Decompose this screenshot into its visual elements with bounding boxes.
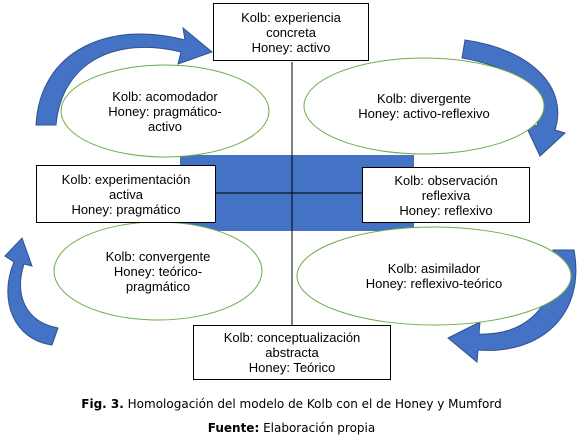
- curved-arrow-top-left: [35, 26, 213, 126]
- box-top-line-1: Kolb: experiencia: [241, 9, 341, 25]
- figure-caption: Fig. 3. Homologación del modelo de Kolb …: [0, 397, 583, 411]
- box-right-line-2: reflexiva: [421, 187, 471, 203]
- box-left-line-3: Honey: pragmático: [71, 201, 181, 217]
- oval-top-left-line-3: activo: [148, 118, 182, 134]
- box-top: Kolb: experiencia concreta Honey: activo: [213, 3, 369, 61]
- oval-bottom-left: Kolb: convergente Honey: teórico- pragmá…: [54, 222, 262, 320]
- box-left-line-2: activa: [109, 186, 143, 202]
- box-left-line-1: Kolb: experimentación: [61, 171, 191, 187]
- oval-bottom-right: Kolb: asimilador Honey: reflexivo-teóric…: [297, 227, 571, 325]
- oval-top-right-line-2: Honey: activo-reflexivo: [358, 106, 490, 121]
- box-bottom-line-1: Kolb: conceptualización: [223, 330, 361, 345]
- oval-top-left-line-2: Honey: pragmático-: [108, 103, 222, 119]
- oval-shape-top-left: [60, 64, 270, 158]
- oval-top-left-line-1: Kolb: acomodador: [112, 88, 218, 104]
- curved-arrow-bottom-left: [4, 237, 59, 346]
- oval-top-right-line-1: Kolb: divergente: [377, 91, 471, 106]
- box-top-line-2: concreta: [266, 24, 316, 40]
- box-top-line-3: Honey: activo: [251, 39, 331, 55]
- box-right: Kolb: observación reflexiva Honey: refle…: [362, 167, 530, 223]
- source-text: Elaboración propia: [263, 421, 376, 435]
- figure-label: Fig. 3.: [81, 397, 124, 411]
- oval-bottom-left-line-2: Honey: teórico-: [113, 263, 203, 279]
- box-bottom-line-2: abstracta: [265, 345, 319, 360]
- oval-bottom-right-line-1: Kolb: asimilador: [387, 261, 481, 276]
- box-bottom: Kolb: conceptualización abstracta Honey:…: [193, 325, 391, 380]
- figure-text: Homologación del modelo de Kolb con el d…: [127, 397, 502, 411]
- oval-top-right: Kolb: divergente Honey: activo-reflexivo: [304, 58, 544, 154]
- box-left: Kolb: experimentación activa Honey: prag…: [36, 165, 216, 223]
- box-right-line-3: Honey: reflexivo: [399, 202, 493, 218]
- box-right-line-1: Kolb: observación: [394, 172, 498, 188]
- source-caption: Fuente: Elaboración propia: [0, 421, 583, 435]
- box-bottom-line-3: Honey: Teórico: [248, 360, 336, 375]
- oval-bottom-left-line-3: pragmático: [125, 278, 191, 294]
- oval-shape-bottom-right: [296, 226, 572, 326]
- oval-bottom-left-line-1: Kolb: convergente: [105, 248, 211, 264]
- oval-bottom-right-line-2: Honey: reflexivo-teórico: [365, 276, 503, 291]
- oval-top-left: Kolb: acomodador Honey: pragmático- acti…: [61, 65, 269, 157]
- oval-shape-top-right: [303, 57, 545, 155]
- source-label: Fuente:: [207, 421, 260, 435]
